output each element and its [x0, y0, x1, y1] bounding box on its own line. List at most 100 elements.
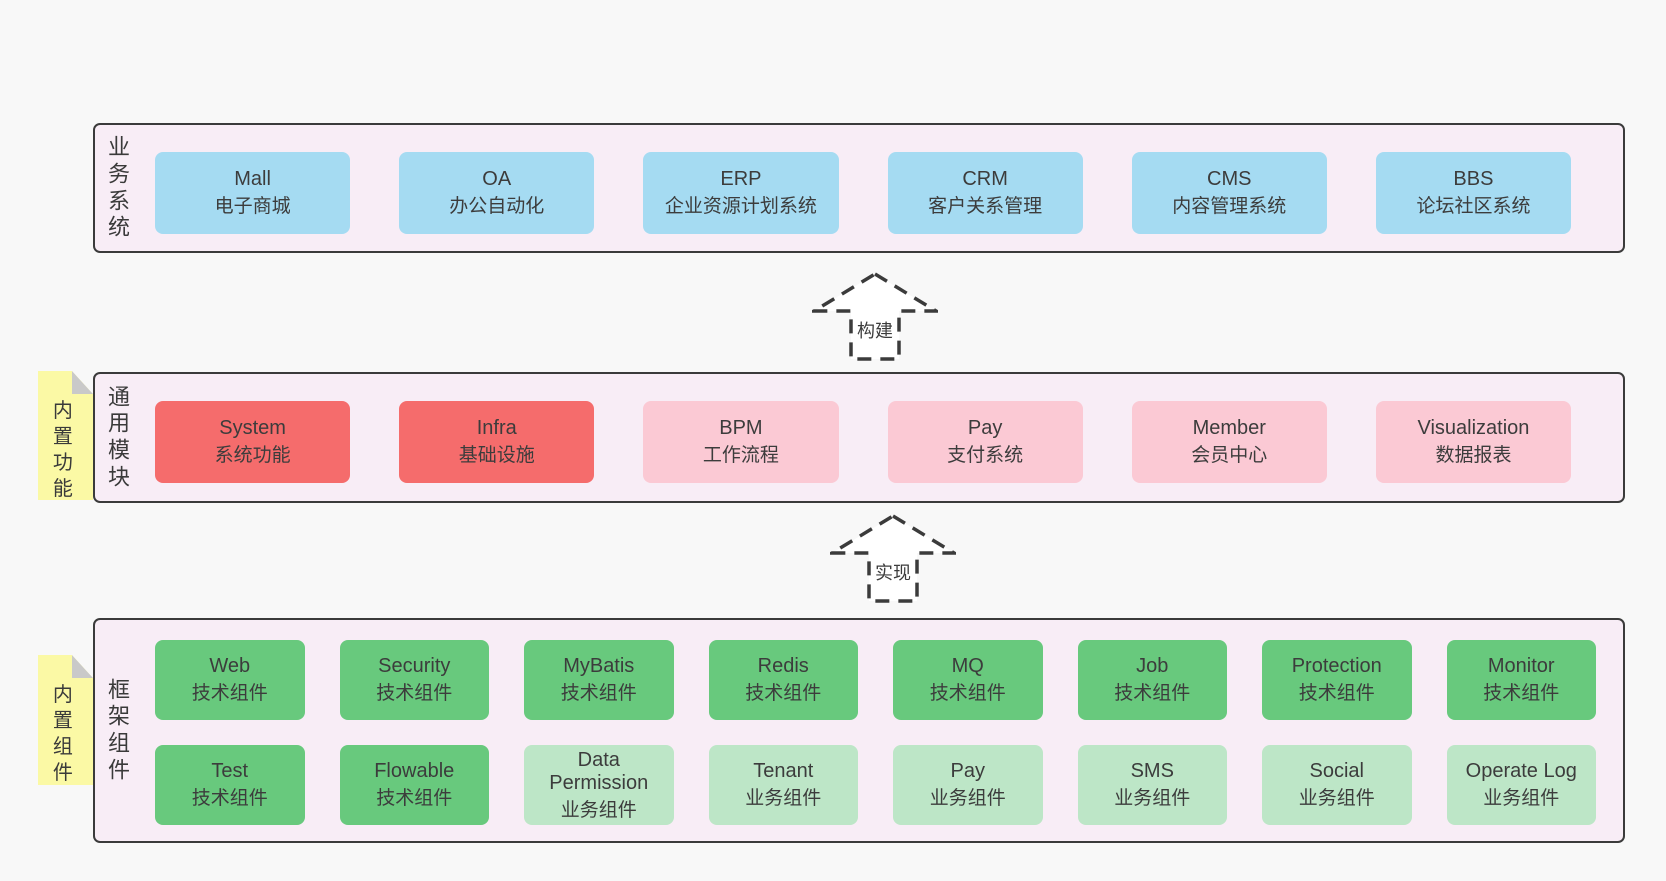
sticky-label: 内置功能	[52, 400, 73, 500]
components-box-row-1: Web 技术组件 Security 技术组件 MyBatis 技术组件 Redi…	[155, 640, 1596, 720]
box-title: MyBatis	[563, 655, 635, 678]
business-layer-label: 业务系统	[107, 134, 130, 240]
box-bbs: BBS 论坛社区系统	[1375, 152, 1572, 234]
box-mybatis: MyBatis 技术组件	[524, 640, 674, 720]
box-security: Security 技术组件	[339, 640, 489, 720]
sticky-note-builtin-features: 内置功能	[38, 371, 93, 500]
box-title: Tenant	[753, 760, 814, 783]
box-subtitle: 技术组件	[1114, 683, 1191, 705]
box-subtitle: 技术组件	[191, 788, 268, 810]
box-title: Monitor	[1487, 655, 1555, 678]
box-title: CMS	[1207, 168, 1252, 191]
box-mq: MQ 技术组件	[893, 640, 1043, 720]
box-subtitle: 技术组件	[560, 683, 637, 705]
box-subtitle: 支付系统	[947, 445, 1024, 467]
arrow-label: 构建	[854, 316, 896, 344]
modules-box-row: System 系统功能 Infra 基础设施 BPM 工作流程 Pay 支付系统…	[155, 401, 1572, 483]
sticky-fold-icon	[72, 371, 93, 394]
sticky-label: 内置组件	[52, 684, 73, 784]
components-layer-label: 框架组件	[107, 676, 130, 783]
framework-components-panel: 框架组件 Web 技术组件 Security 技术组件 MyBatis 技术组件…	[93, 618, 1625, 843]
common-modules-panel: 通用模块 System 系统功能 Infra 基础设施 BPM 工作流程 Pay…	[93, 372, 1625, 503]
box-protection: Protection 技术组件	[1262, 640, 1412, 720]
box-subtitle: 技术组件	[191, 683, 268, 705]
box-title: BPM	[719, 417, 763, 440]
box-subtitle: 基础设施	[458, 445, 535, 467]
business-systems-panel: 业务系统 Mall 电子商城 OA 办公自动化 ERP 企业资源计划系统 CRM…	[93, 123, 1625, 253]
box-test: Test 技术组件	[155, 745, 305, 825]
box-subtitle: 技术组件	[1483, 683, 1560, 705]
box-social: Social 业务组件	[1262, 745, 1412, 825]
build-arrow: 构建	[812, 272, 938, 362]
box-mall: Mall 电子商城	[155, 152, 351, 234]
box-title: Security	[378, 655, 451, 678]
box-subtitle: 工作流程	[702, 445, 779, 467]
box-redis: Redis 技术组件	[708, 640, 858, 720]
box-subtitle: 企业资源计划系统	[664, 196, 817, 218]
box-title: Infra	[476, 417, 517, 440]
box-system: System 系统功能	[155, 401, 351, 483]
box-visualization: Visualization 数据报表	[1375, 401, 1572, 483]
box-title: System	[219, 417, 286, 440]
box-title: Pay	[967, 417, 1003, 440]
box-subtitle: 业务组件	[929, 788, 1006, 810]
box-subtitle: 技术组件	[376, 788, 453, 810]
box-member: Member 会员中心	[1131, 401, 1327, 483]
box-cms: CMS 内容管理系统	[1131, 152, 1327, 234]
box-subtitle: 系统功能	[214, 445, 291, 467]
box-subtitle: 数据报表	[1435, 445, 1512, 467]
box-title: Member	[1192, 417, 1266, 440]
box-subtitle: 业务组件	[745, 788, 822, 810]
box-subtitle: 论坛社区系统	[1416, 196, 1531, 218]
box-pay-component: Pay 业务组件	[893, 745, 1043, 825]
box-web: Web 技术组件	[155, 640, 305, 720]
box-title: SMS	[1130, 760, 1174, 783]
box-subtitle: 技术组件	[1298, 683, 1375, 705]
box-title: Pay	[950, 760, 985, 783]
box-subtitle: 业务组件	[1114, 788, 1191, 810]
box-subtitle: 技术组件	[745, 683, 822, 705]
box-subtitle: 业务组件	[1298, 788, 1375, 810]
box-subtitle: 业务组件	[1483, 788, 1560, 810]
box-title: Flowable	[374, 760, 455, 783]
box-title: Test	[211, 760, 249, 783]
box-title: Visualization	[1417, 417, 1530, 440]
box-title: MQ	[951, 655, 984, 678]
box-flowable: Flowable 技术组件	[339, 745, 489, 825]
box-crm: CRM 客户关系管理	[887, 152, 1083, 234]
sticky-note-builtin-components: 内置组件	[38, 655, 93, 785]
box-title: BBS	[1453, 168, 1494, 191]
modules-layer-label: 通用模块	[107, 383, 130, 490]
business-box-row: Mall 电子商城 OA 办公自动化 ERP 企业资源计划系统 CRM 客户关系…	[155, 152, 1572, 234]
box-title: Operate Log	[1465, 760, 1577, 783]
box-title: Social	[1309, 760, 1364, 783]
box-oa: OA 办公自动化	[399, 152, 595, 234]
box-subtitle: 业务组件	[560, 799, 637, 821]
box-title: OA	[482, 168, 512, 191]
box-erp: ERP 企业资源计划系统	[643, 152, 839, 234]
box-tenant: Tenant 业务组件	[708, 745, 858, 825]
box-title: Web	[209, 655, 251, 678]
components-box-row-2: Test 技术组件 Flowable 技术组件 Data Permission …	[155, 745, 1596, 825]
box-data-permission: Data Permission 业务组件	[524, 745, 674, 825]
box-monitor: Monitor 技术组件	[1446, 640, 1596, 720]
box-bpm: BPM 工作流程	[643, 401, 839, 483]
box-title: Redis	[757, 655, 809, 678]
box-subtitle: 技术组件	[376, 683, 453, 705]
box-operate-log: Operate Log 业务组件	[1446, 745, 1596, 825]
box-title: Data Permission	[549, 748, 649, 794]
box-title: Mall	[234, 168, 271, 191]
implement-arrow: 实现	[830, 514, 956, 604]
box-subtitle: 技术组件	[929, 683, 1006, 705]
box-infra: Infra 基础设施	[399, 401, 595, 483]
box-title: Job	[1136, 655, 1169, 678]
box-subtitle: 客户关系管理	[928, 196, 1043, 218]
box-sms: SMS 业务组件	[1077, 745, 1227, 825]
box-pay: Pay 支付系统	[887, 401, 1083, 483]
box-title: ERP	[720, 168, 762, 191]
box-job: Job 技术组件	[1077, 640, 1227, 720]
box-subtitle: 会员中心	[1191, 445, 1268, 467]
sticky-fold-icon	[72, 655, 93, 678]
arrow-label: 实现	[872, 558, 914, 586]
box-subtitle: 内容管理系统	[1172, 196, 1287, 218]
